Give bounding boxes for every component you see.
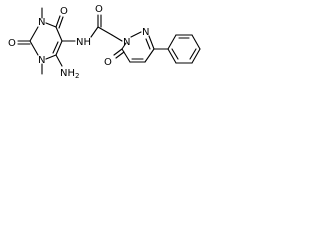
bond-n1-c6	[45, 22, 57, 28]
bond-n2-c3-inner	[145, 38, 151, 50]
bond-c6-o-b	[58, 16, 64, 29]
bond-c6-n1	[121, 42, 127, 50]
atom-pyridazine-n1: N	[123, 37, 130, 48]
bond-ph-1	[167, 34, 177, 50]
bond-c4-n3	[45, 54, 57, 60]
bond-ph-3	[191, 34, 201, 50]
atom-nh2: NH2	[60, 68, 79, 80]
bond-c6-o-a	[55, 15, 61, 28]
bond-ring-co-b	[115, 51, 125, 59]
bonds	[17, 7, 201, 75]
bond-c5-c4	[55, 40, 63, 56]
atom-pyridazinone-o: O	[104, 57, 112, 68]
atom-labels: N O O N NH2 NH O N N O	[8, 4, 149, 80]
atom-o-top: O	[60, 6, 68, 17]
bond-ch2-n1	[111, 34, 123, 42]
chemical-structure-diagram: N O O N NH2 NH O N N O	[8, 4, 201, 80]
atom-o-left: O	[8, 38, 16, 49]
bond-c5-c6	[121, 48, 131, 63]
bond-c2-n1	[29, 26, 39, 42]
bond-ph-4	[191, 48, 201, 64]
atom-n3-bottom: N	[38, 55, 45, 66]
atom-n1-top: N	[38, 17, 45, 28]
atom-amide-o: O	[95, 4, 103, 15]
atom-nh2-main: NH	[60, 68, 75, 79]
bond-n3-c2	[29, 40, 39, 56]
bond-carbonyl-ch2	[97, 26, 113, 36]
atom-amide-nh: NH	[76, 37, 91, 48]
bond-n1-n2	[130, 31, 142, 38]
atom-pyridazine-n2: N	[142, 27, 149, 38]
bond-c6-c5	[55, 26, 63, 42]
bond-ph-inner-c	[171, 48, 179, 60]
bond-ring-co-a	[113, 48, 123, 56]
bond-ph-inner-b	[189, 48, 197, 60]
atom-nh2-subscript: 2	[75, 72, 79, 80]
bond-c5-c4-inner	[52, 41, 59, 54]
bond-nh-carbonyl	[90, 26, 99, 38]
bond-c3-c4	[144, 48, 155, 63]
bond-ph-6	[167, 48, 177, 64]
bond-n2-c3	[148, 35, 155, 50]
bond-c4-nh2	[55, 54, 63, 67]
